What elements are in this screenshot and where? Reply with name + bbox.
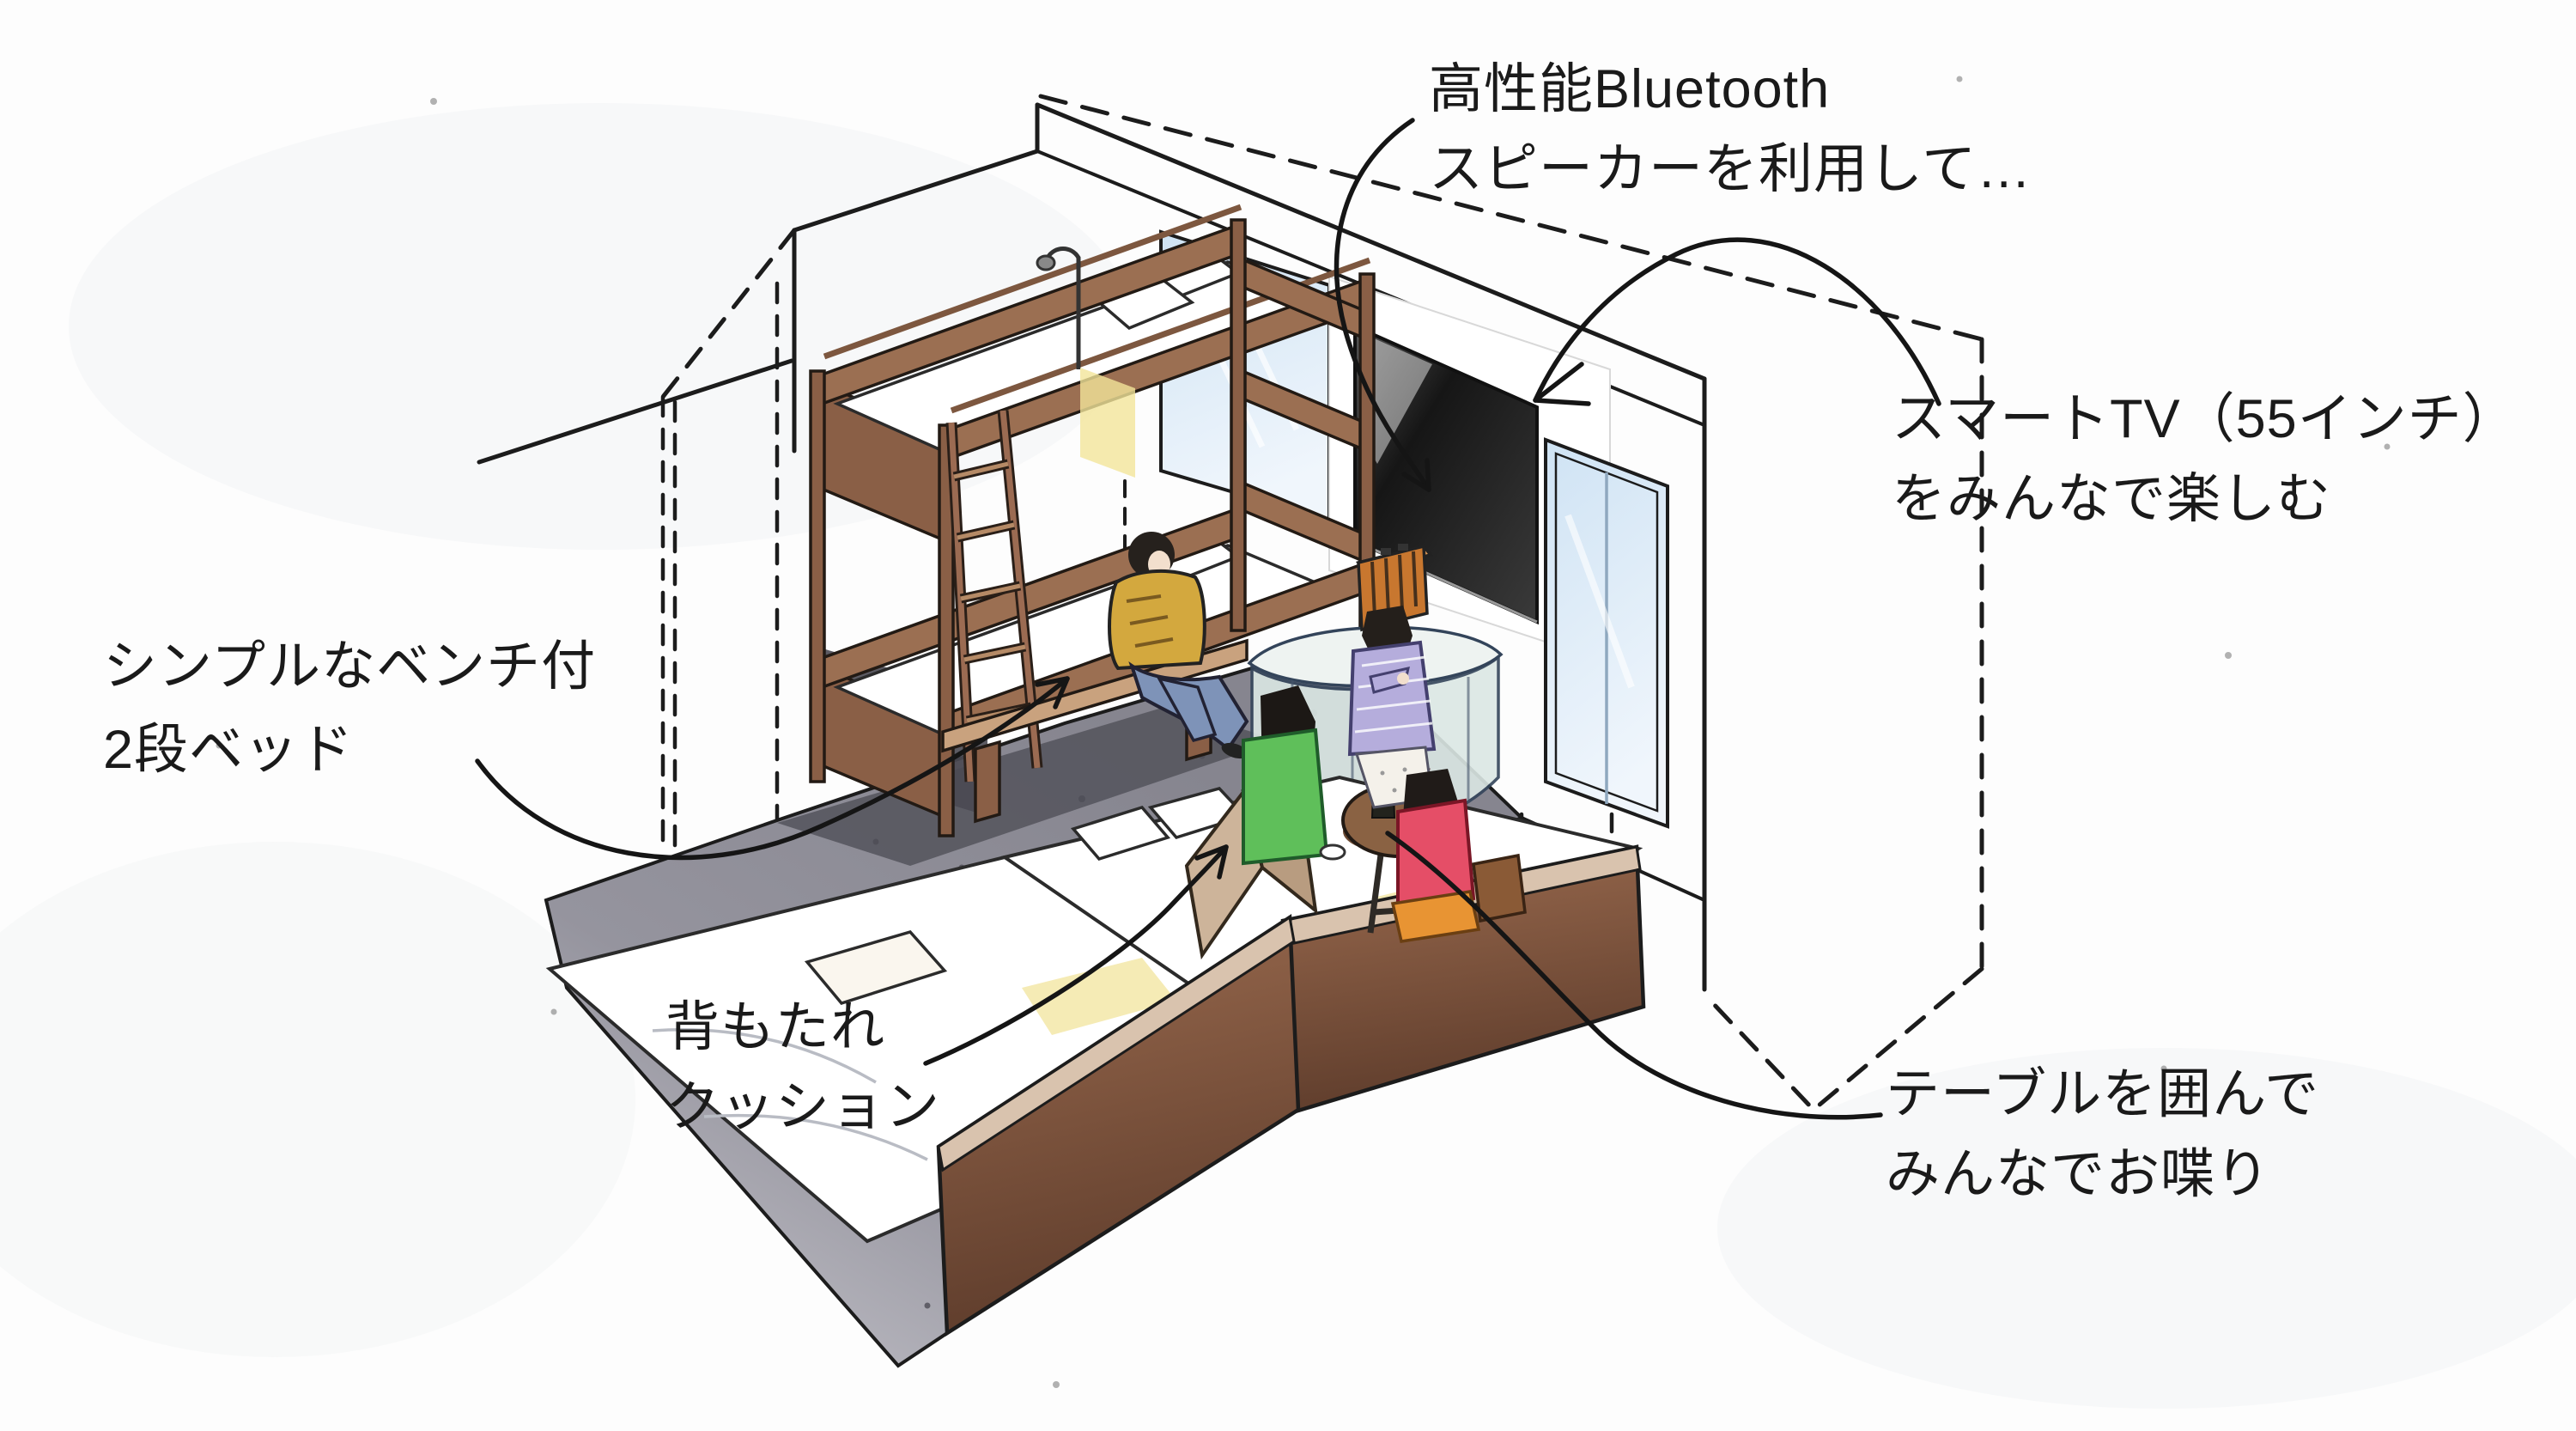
label-backrest-cushion: 背もたれ クッション — [665, 988, 940, 1148]
label-smart-tv-line2: をみんなで楽しむ — [1892, 469, 2331, 529]
pen-specks — [216, 76, 2391, 1388]
bed-left — [545, 855, 1299, 1244]
window-right — [1544, 437, 1669, 829]
leader-speaker-arrow — [1401, 458, 1431, 492]
floor-cushion — [1472, 853, 1527, 923]
label-bluetooth-speaker: 高性能Bluetooth スピーカーを利用して… — [1429, 50, 2032, 210]
person-lavender — [1347, 606, 1437, 809]
label-bunk-bed-line2: 2段ベッド — [103, 720, 355, 780]
wall-lamp — [1036, 247, 1135, 478]
bluetooth-speaker — [1355, 544, 1434, 632]
person-green — [1242, 685, 1346, 866]
person-bench-mustard — [1108, 532, 1249, 759]
leader-cushion-arrow — [1194, 844, 1229, 880]
dashed-floor-right — [1708, 966, 1984, 1113]
seat-cushion — [1390, 890, 1481, 943]
leader-bunk-arrow — [1035, 676, 1070, 709]
label-bunk-bed-line1: シンプルなベンチ付 — [103, 636, 597, 697]
sheet-highlight — [1022, 958, 1176, 1035]
label-bluetooth-speaker-line2: スピーカーを利用して… — [1429, 139, 2032, 199]
label-table-chat-line1: テーブルを囲んで — [1886, 1064, 2320, 1124]
leader-table — [1385, 831, 1883, 1120]
label-backrest-cushion-line2: クッション — [665, 1077, 940, 1137]
pillow — [804, 930, 948, 1006]
lamp-glow — [1080, 368, 1135, 478]
label-bunk-bed: シンプルなベンチ付 2段ベッド — [103, 625, 596, 792]
label-smart-tv: スマートTV（55インチ） をみんなで楽しむ — [1892, 380, 2518, 539]
leader-cushion — [923, 844, 1229, 1066]
leader-tv — [1533, 237, 1941, 406]
footboard-left — [936, 913, 1301, 1337]
pillow — [1070, 805, 1171, 862]
person-red — [1390, 769, 1527, 943]
bunk-floor-shadow — [777, 706, 1279, 866]
annotation-leaders — [475, 118, 1941, 1120]
leader-tv-arrow — [1533, 362, 1591, 406]
label-smart-tv-line1: スマートTV（55インチ） — [1892, 389, 2518, 449]
label-table-chat-line2: みんなでお喋り — [1886, 1144, 2270, 1204]
label-bluetooth-speaker-line1: 高性能Bluetooth — [1429, 59, 1831, 119]
paper-washes — [0, 103, 2576, 1409]
dashed-ceiling-right — [1038, 94, 1984, 342]
tv-glare — [1358, 332, 1432, 464]
leader-speaker — [1334, 118, 1431, 492]
label-table-chat: テーブルを囲んで みんなでお喋り — [1886, 1055, 2319, 1215]
label-backrest-cushion-line1: 背もたれ — [665, 997, 885, 1057]
leader-bunk — [475, 676, 1070, 861]
sheet-folds — [652, 1028, 928, 1161]
